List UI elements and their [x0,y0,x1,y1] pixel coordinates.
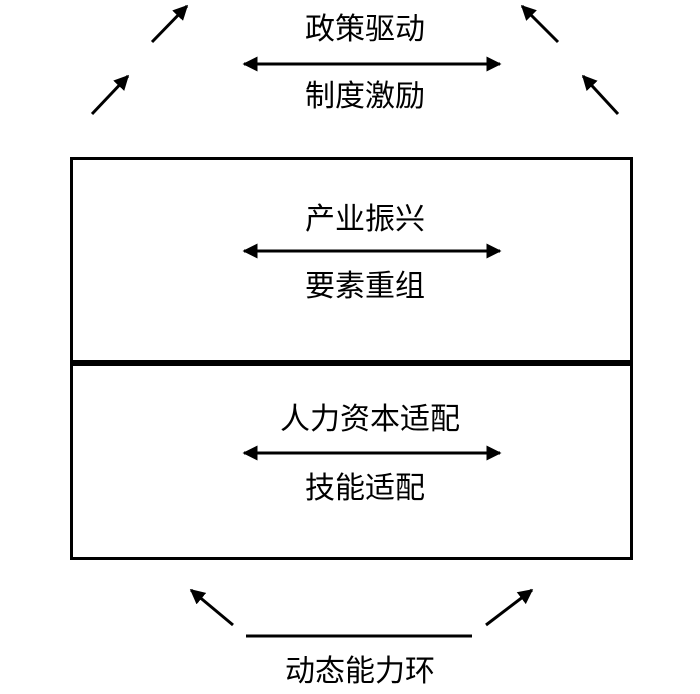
bottom-left-arrow [189,588,234,627]
lower-box [70,360,633,560]
upper-box [70,157,633,366]
bottom-right-arrow [485,588,534,627]
top-lower-label: 制度激励 [305,79,425,114]
top-left-arrow-lower [90,74,130,116]
bottom-label: 动态能力环 [285,654,435,689]
upper-box-upper-label: 产业振兴 [305,202,425,237]
lower-box-lower-label: 技能适配 [305,471,425,506]
top-upper-label: 政策驱动 [305,12,425,47]
upper-box-lower-label: 要素重组 [305,269,425,304]
top-right-arrow-lower [581,74,620,116]
top-left-arrow-upper [150,4,189,44]
lower-box-upper-label: 人力资本适配 [280,402,460,437]
top-right-arrow-upper [520,4,560,44]
